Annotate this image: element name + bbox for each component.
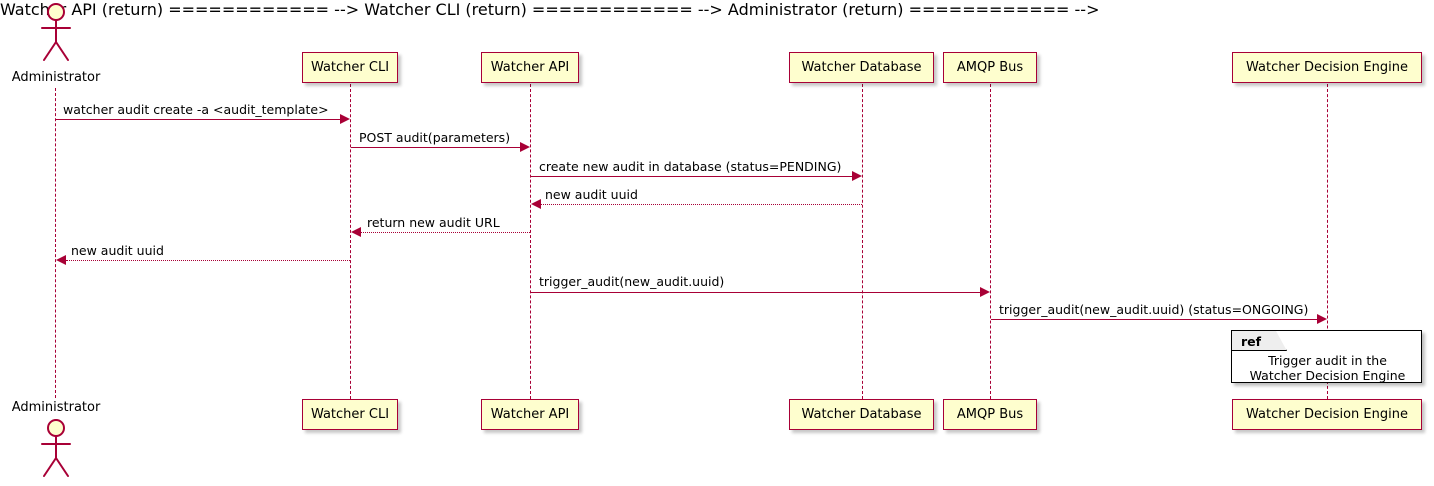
message-line-return-new-audit-url [361,232,530,233]
participant-watcher-database-top[interactable]: Watcher Database [789,52,934,83]
actor-label-administrator-top: Administrator [11,70,101,85]
participant-amqp-bus-top[interactable]: AMQP Bus [943,52,1037,83]
message-arrowhead-watcher-audit-create [340,114,350,124]
message-arrowhead-trigger-audit [980,287,990,297]
message-line-post-audit [351,147,521,148]
message-label-post-audit: POST audit(parameters) [359,130,511,145]
message-label-return-new-audit-url: return new audit URL [367,215,500,230]
lifeline-administrator [55,88,56,398]
message-label-trigger-audit: trigger_audit(new_audit.uuid) [539,274,725,289]
message-line-trigger-audit [531,292,981,293]
actor-administrator-top [33,2,79,64]
message-line-new-audit-uuid-cli [66,260,350,261]
message-label-watcher-audit-create: watcher audit create -a <audit_template> [63,102,329,117]
lifeline-amqp-bus [990,84,991,399]
message-arrowhead-trigger-audit-ongoing [1317,314,1327,324]
ref-fragment-tab-label: ref [1241,334,1262,349]
message-arrowhead-new-audit-uuid-cli [56,255,66,265]
actor-label-administrator-bottom: Administrator [11,400,101,415]
participant-watcher-api-bottom[interactable]: Watcher API [481,399,579,430]
message-label-create-new-audit: create new audit in database (status=PEN… [539,159,842,174]
participant-watcher-decision-engine-top[interactable]: Watcher Decision Engine [1232,52,1422,83]
lifeline-watcher-cli [350,84,351,399]
message-label-new-audit-uuid-cli: new audit uuid [71,243,164,258]
actor-figure-icon [41,3,71,61]
message-line-new-audit-uuid-db [540,204,862,205]
participant-watcher-cli-top[interactable]: Watcher CLI [302,52,398,83]
ref-fragment: ref Trigger audit in the Watcher Decisio… [1231,330,1422,383]
message-label-new-audit-uuid-db: new audit uuid [545,187,638,202]
message-line-create-new-audit [531,176,853,177]
ref-fragment-body-line-1: Trigger audit in the [1268,353,1387,368]
message-label-trigger-audit-ongoing: trigger_audit(new_audit.uuid) (status=ON… [999,302,1309,317]
lifeline-watcher-database [862,84,863,399]
message-arrowhead-new-audit-uuid-db [531,199,541,209]
participant-watcher-decision-engine-bottom[interactable]: Watcher Decision Engine [1232,399,1422,430]
ref-fragment-body-line-2: Watcher Decision Engine [1249,368,1406,383]
message-line-trigger-audit-ongoing [991,319,1318,320]
actor-administrator-bottom [33,418,79,480]
lifeline-watcher-decision-engine [1327,84,1328,399]
participant-amqp-bus-bottom[interactable]: AMQP Bus [943,399,1037,430]
message-arrowhead-return-new-audit-url [351,227,361,237]
participant-watcher-cli-bottom[interactable]: Watcher CLI [302,399,398,430]
actor-figure-icon [41,419,71,477]
participant-watcher-api-top[interactable]: Watcher API [481,52,579,83]
participant-watcher-database-bottom[interactable]: Watcher Database [789,399,934,430]
message-line-watcher-audit-create [56,119,341,120]
message-arrowhead-create-new-audit [852,171,862,181]
message-arrowhead-post-audit [520,142,530,152]
lifeline-watcher-api [530,84,531,399]
